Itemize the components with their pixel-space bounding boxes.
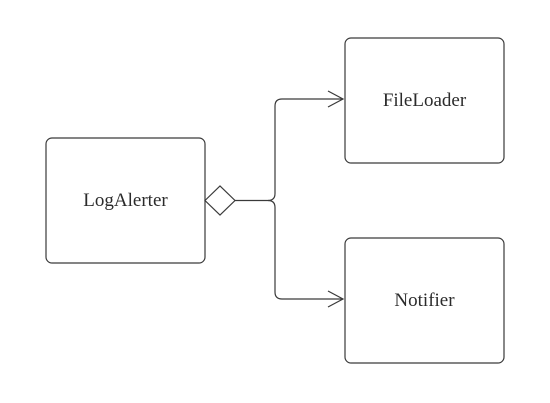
aggregation-connector — [204, 90, 345, 308]
connector-to-notifier — [267, 199, 343, 300]
node-file-loader-label: FileLoader — [383, 90, 467, 111]
node-notifier-box — [344, 237, 505, 364]
arrowhead-notifier — [327, 290, 345, 308]
node-file-loader[interactable]: FileLoader — [344, 37, 505, 164]
aggregation-diamond-icon — [204, 185, 236, 216]
node-notifier[interactable]: Notifier — [344, 237, 505, 364]
connector-to-file-loader — [267, 98, 343, 202]
node-log-alerter[interactable]: LogAlerter — [45, 137, 206, 264]
node-file-loader-box — [344, 37, 505, 164]
node-notifier-label: Notifier — [394, 290, 455, 311]
arrowhead-file-loader — [327, 90, 345, 108]
node-log-alerter-label: LogAlerter — [83, 190, 168, 211]
